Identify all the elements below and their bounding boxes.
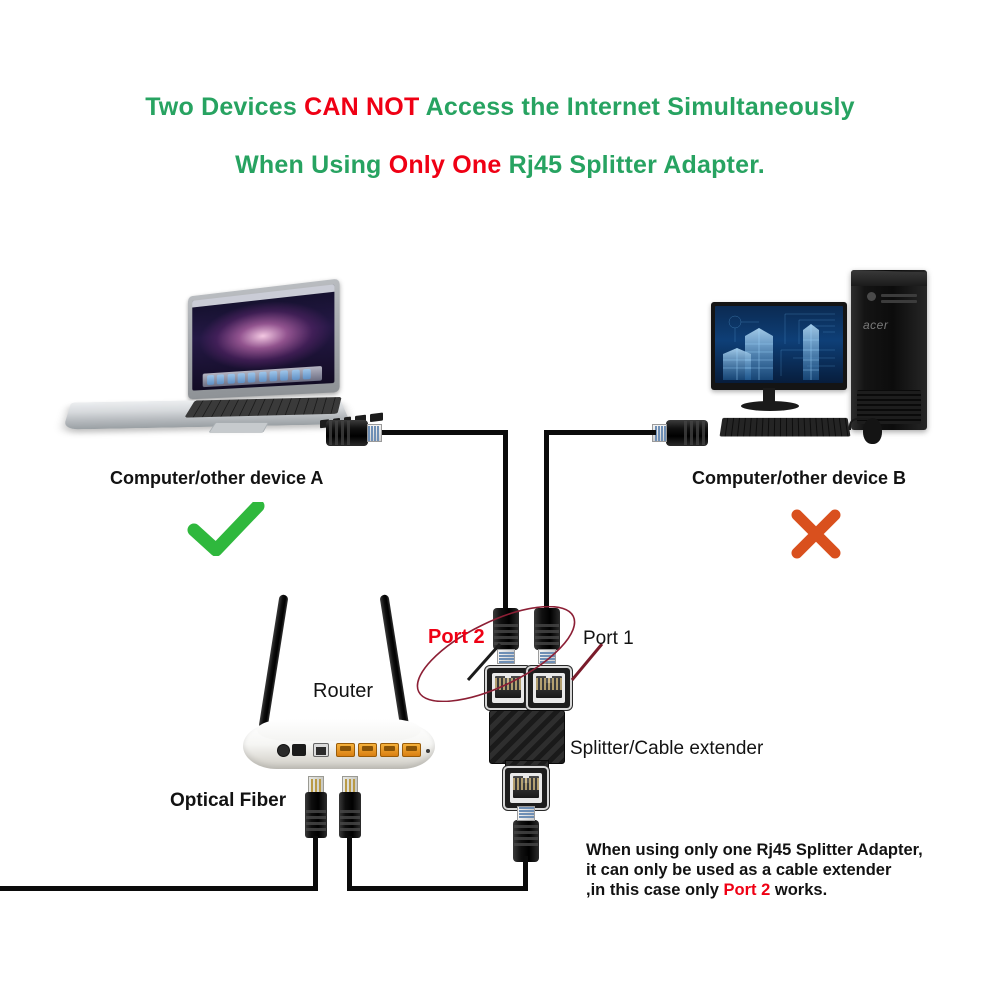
laptop-dock [202,365,323,388]
title-seg-2: CAN NOT [304,93,420,121]
title-seg-4: When Using [235,151,389,179]
laptop-illustration [62,278,383,448]
label-device-b: Computer/other device B [692,468,907,488]
rj45-plug-port-2 [493,608,519,664]
desktop-computer-illustration: acer [703,268,935,450]
cable-device-b-vertical [544,430,549,612]
router-antenna-left [258,594,289,730]
pc-tower-top [851,270,927,286]
cable-fiber-2-vertical [347,836,352,890]
splitter-jack-port-2 [487,668,529,708]
router-illustration [243,719,435,769]
router-power-jack [292,744,306,756]
title-seg-1: Two Devices [145,93,305,121]
laptop-menubar [192,284,335,308]
splitter-body [489,710,565,764]
port-1-leader-line [570,643,604,681]
check-mark-icon [187,502,265,556]
label-device-a: Computer/other device A [110,468,324,488]
laptop-screen [192,284,335,391]
router-lan-port-3 [380,743,399,757]
splitter-jack-input [505,768,547,808]
pc-keyboard [719,417,851,437]
router-lan-port-1 [336,743,355,757]
pc-drive-slot [881,294,917,297]
splitter-jack-port-1 [528,668,570,708]
mouse-cord [849,418,869,430]
note-line-3-pre: ,in this case only [586,881,724,899]
rj45-plug-device-a [326,420,382,446]
rj45-plug-splitter-input [513,806,539,862]
cable-splitter-down [523,856,528,890]
bottom-note: When using only one Rj45 Splitter Adapte… [586,840,986,900]
pc-mouse [863,418,882,444]
label-port-2: Port 2 [428,626,485,648]
note-line-2: it can only be used as a cable extender [586,861,892,879]
note-line-3-post: works. [770,881,828,899]
optical-fiber-connector-1 [305,776,327,838]
cable-device-b-horizontal [544,430,656,435]
label-router: Router [313,680,374,702]
pc-tower: acer [851,270,927,430]
page-title: Two Devices CAN NOT Access the Internet … [0,78,1000,194]
monitor-stand-base [741,401,799,411]
monitor-wallpaper-icon [723,313,835,380]
rj45-plug-device-b [652,420,708,446]
optical-fiber-connector-2 [339,776,361,838]
pc-drive-slot [881,300,917,303]
pc-monitor-screen [715,306,843,383]
port-2-highlight-ellipse [416,606,576,702]
label-optical-fiber: Optical Fiber [170,790,287,811]
port-2-leader-line [466,643,502,681]
note-port-2-highlight: Port 2 [723,881,771,899]
monitor-stand [763,388,775,404]
cable-device-a-horizontal [382,430,508,435]
pc-monitor [711,302,847,390]
cable-fiber-2-horizontal [347,886,528,891]
title-seg-3: Access the Internet Simultaneously [419,93,855,121]
title-line-1: Two Devices CAN NOT Access the Internet … [0,78,1000,136]
label-splitter: Splitter/Cable extender [570,738,764,759]
power-button-icon [867,292,876,301]
pc-brand-logo: acer [863,318,889,332]
note-line-3: ,in this case only Port 2 works. [586,880,986,900]
title-seg-5: Only One [388,151,502,179]
router-led [426,749,430,753]
title-line-2: When Using Only One Rj45 Splitter Adapte… [0,136,1000,194]
cable-fiber-1-horizontal [0,886,318,891]
rj45-plug-port-1 [534,608,560,664]
note-line-1: When using only one Rj45 Splitter Adapte… [586,841,923,859]
label-port-1: Port 1 [583,628,634,649]
laptop-lid [187,278,340,400]
cross-mark-icon [791,509,841,559]
router-lan-port-2 [358,743,377,757]
router-wan-port [313,743,329,757]
cable-device-a-vertical [503,430,508,612]
title-seg-6: Rj45 Splitter Adapter. [501,151,765,179]
router-lan-port-4 [402,743,421,757]
cable-fiber-1-vertical [313,836,318,890]
router-power-button [277,744,290,757]
laptop-trackpad [208,422,269,433]
